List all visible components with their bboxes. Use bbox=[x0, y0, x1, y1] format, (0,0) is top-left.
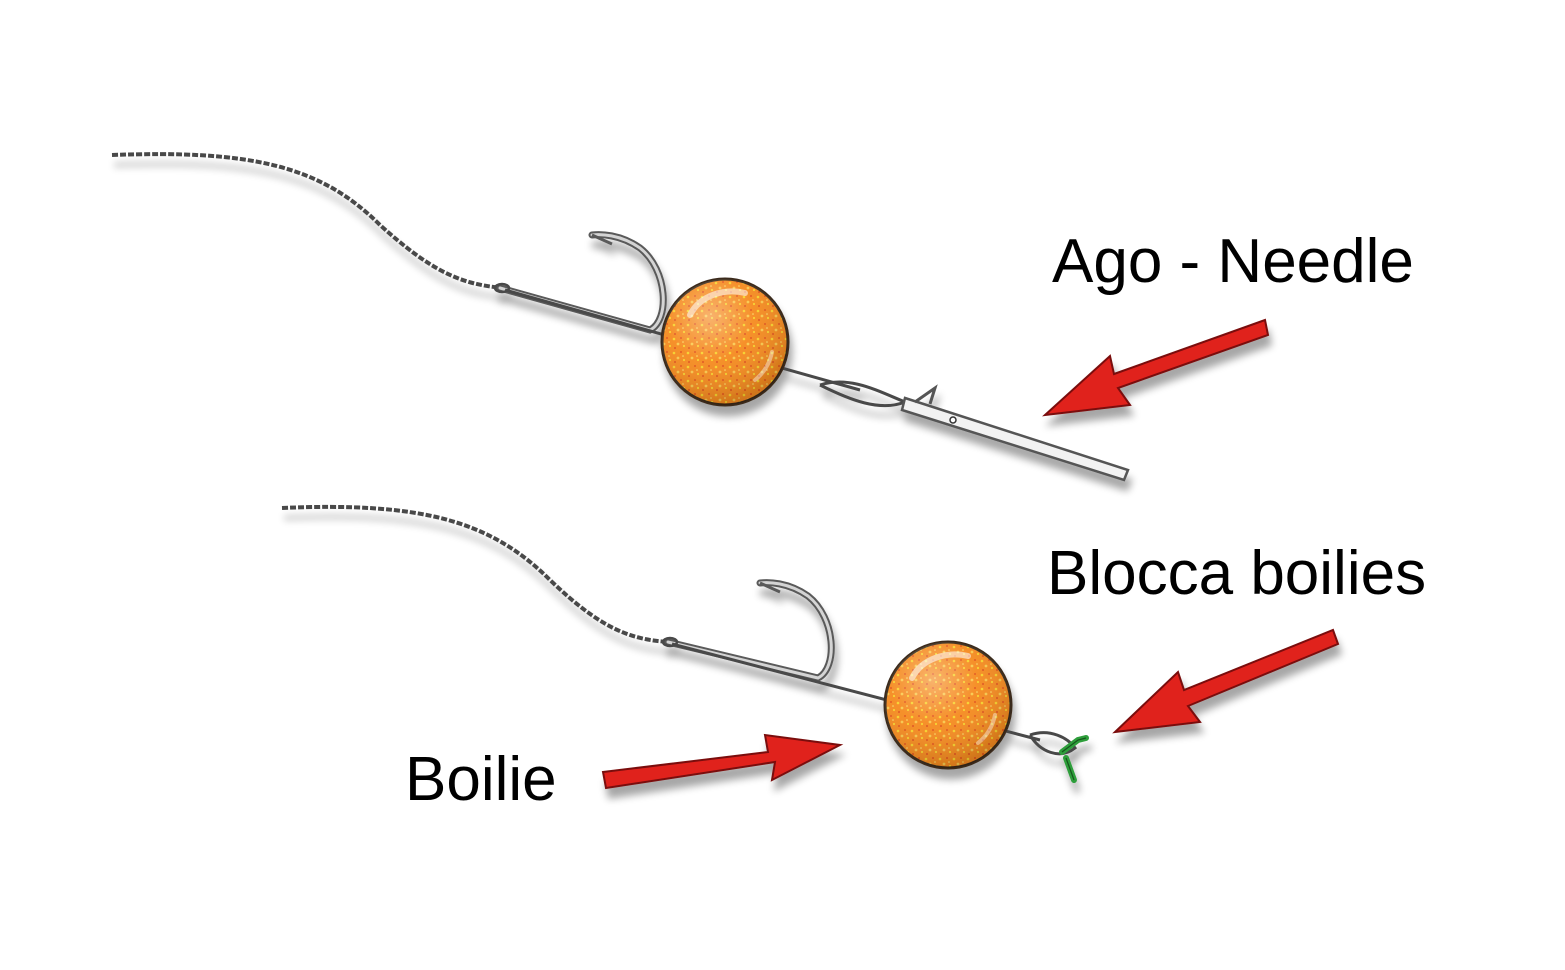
boilie-stop-icon bbox=[1059, 735, 1089, 783]
arrow-icon bbox=[1112, 628, 1340, 734]
baiting-needle-icon bbox=[900, 384, 1130, 482]
braid-line bbox=[111, 152, 506, 290]
hook-icon bbox=[661, 579, 835, 682]
label-boilie: Boilie bbox=[405, 745, 557, 814]
hair-loop bbox=[1028, 731, 1078, 756]
label-boilie-stop: Blocca boilies bbox=[1047, 539, 1426, 608]
hook-icon bbox=[493, 231, 667, 334]
hair-loop bbox=[819, 380, 910, 408]
boilie-icon bbox=[883, 640, 1013, 770]
label-needle: Ago - Needle bbox=[1052, 227, 1414, 296]
top-rig bbox=[111, 152, 1130, 482]
boilie-icon bbox=[660, 277, 790, 407]
arrow-icon bbox=[1042, 318, 1270, 417]
arrow-icon bbox=[601, 733, 844, 790]
braid-line bbox=[281, 504, 671, 644]
bottom-rig bbox=[281, 504, 1089, 783]
